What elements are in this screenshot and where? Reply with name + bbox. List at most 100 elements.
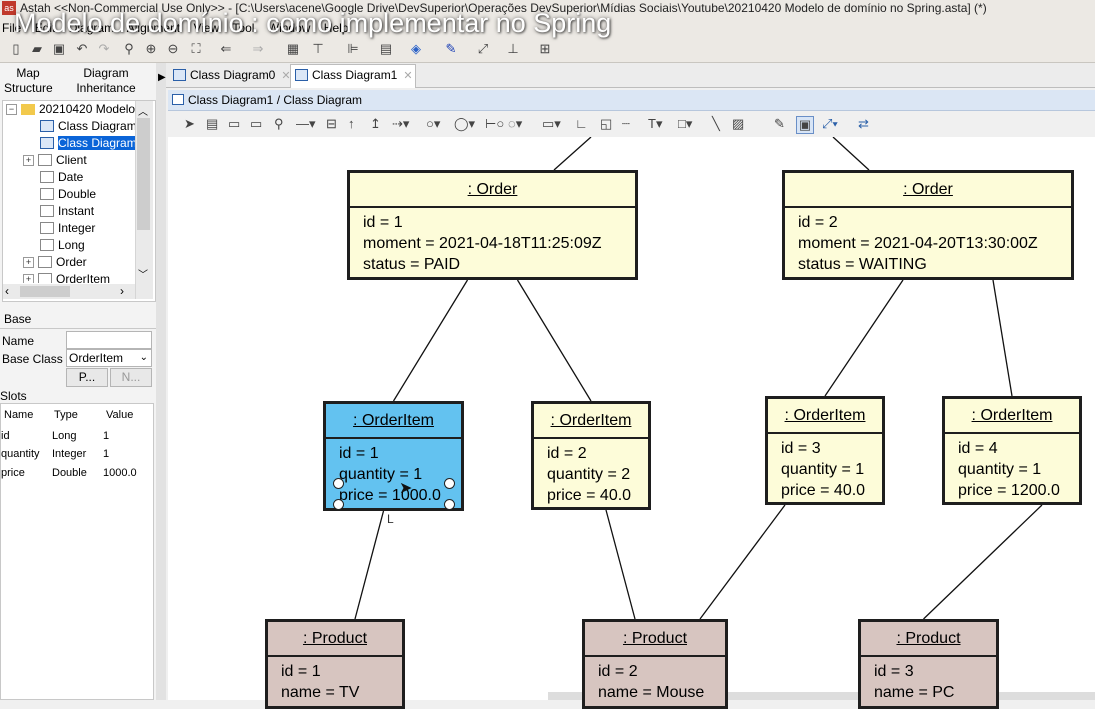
text-tool-icon[interactable]: T▾ [648,116,663,131]
tab-class-diagram0[interactable]: Class Diagram0✕ [173,65,291,85]
tab-class-diagram1[interactable]: Class Diagram1✕ [295,65,413,85]
object-order-1[interactable]: : Order id = 1 moment = 2021-04-18T11:25… [347,170,638,280]
link-order2-item3[interactable] [824,279,904,397]
object-orderitem-2[interactable]: : OrderItem id = 2 quantity = 2 price = … [531,401,651,510]
tree-item-class-diagram1[interactable]: Class Diagram1 [40,135,144,152]
link-item3-prod2[interactable] [699,504,786,620]
base-class-select[interactable]: OrderItem⌄ [66,349,152,367]
containment-tool-icon[interactable]: ∟ [575,116,588,131]
tree-vertical-scroll-thumb[interactable] [137,118,150,230]
tree-item-double[interactable]: Double [40,186,96,203]
tree-item-client[interactable]: +Client [23,152,87,169]
fit-window-icon[interactable]: ⛶ [191,41,201,56]
align-top-icon[interactable]: ⊤ [312,41,324,56]
link-item4-prod3[interactable] [923,504,1043,620]
slot-value[interactable]: 1000.0 [103,467,137,479]
line-style-icon[interactable]: ⤢ [477,41,489,56]
save-icon[interactable]: ▣ [52,41,66,56]
slot-value[interactable]: 1 [103,430,110,442]
tree-item-long[interactable]: Long [40,237,85,254]
menu-help[interactable]: Help [323,21,349,35]
forward-icon[interactable]: ⇒ [252,41,264,56]
tree-item-class-diagram0[interactable]: Class Diagram0 [40,118,143,135]
template-binding-tool-icon[interactable]: ▭▾ [542,116,561,131]
close-icon[interactable]: ✕ [281,70,291,82]
arrange-icon[interactable]: ▤ [379,41,393,56]
line-color-icon[interactable]: ✎ [445,41,457,56]
resize-handle[interactable] [333,499,344,510]
open-folder-icon[interactable]: ▰ [32,41,42,56]
menu-tool[interactable]: Tool [232,21,255,35]
collapse-panel-icon[interactable]: ▶ [158,72,166,83]
link-item1-prod1[interactable] [354,510,385,620]
fill-color-icon[interactable]: ◈ [411,41,421,56]
pin-tool-icon[interactable]: ⚲ [274,116,284,131]
search-icon[interactable]: ⚲ [124,41,134,56]
expand-icon[interactable]: + [23,155,34,166]
expand-icon[interactable]: + [23,274,34,283]
required-interface-tool-icon[interactable]: ◌▾ [508,116,523,131]
stereotype-icon[interactable]: ⊞ [539,41,551,56]
redo-icon[interactable]: ↷ [98,41,110,56]
layout-icon[interactable]: ▦ [286,41,300,56]
select-cursor-icon[interactable]: ➤ [184,116,195,131]
object-product-2[interactable]: : Product id = 2 name = Mouse [582,619,728,709]
expand-icon[interactable]: + [23,257,34,268]
object-orderitem-1[interactable]: : OrderItem id = 1 quantity = 1 price = … [323,401,464,511]
p-button[interactable]: P... [66,368,108,387]
menu-diagram[interactable]: Diagram [68,21,115,35]
package-tool-icon[interactable]: ▭ [228,116,241,131]
pin-keep-icon[interactable]: ✎ [774,116,785,131]
resize-handle[interactable] [444,478,455,489]
interface-tool-icon[interactable]: ○▾ [426,116,441,131]
object-product-3[interactable]: : Product id = 3 name = PC [858,619,999,709]
link-order2-item4[interactable] [992,279,1013,397]
usage-tool-icon[interactable]: ◯▾ [454,116,476,131]
realization-tool-icon[interactable]: ↥ [370,116,381,131]
tree-item-order[interactable]: +Order [23,254,87,271]
zoom-out-icon[interactable]: ⊖ [167,41,179,56]
tab-diagram-inheritance[interactable]: Diagram Inheritance [76,66,136,98]
note-tool-icon[interactable]: ◱ [600,116,613,131]
menu-view[interactable]: View [193,21,220,35]
line-tool-icon[interactable]: ╲ [712,116,720,131]
panel-splitter[interactable] [156,63,166,700]
align-left-icon[interactable]: ⊫ [347,41,359,56]
association-class-tool-icon[interactable]: ⊟ [326,116,337,131]
association-tool-icon[interactable]: —▾ [296,116,316,131]
back-icon[interactable]: ⇐ [220,41,232,56]
dependency-tool-icon[interactable]: ⇢▾ [392,116,410,131]
scroll-up-icon[interactable]: ︿ [138,107,148,118]
tree-item-integer[interactable]: Integer [40,220,95,237]
resize-handle[interactable] [333,478,344,489]
menu-file[interactable]: File [2,21,22,35]
scroll-right-icon[interactable]: › [120,284,124,298]
scroll-left-icon[interactable]: ‹ [5,284,9,298]
menu-edit[interactable]: Edit [34,21,56,35]
object-product-1[interactable]: : Product id = 1 name = TV [265,619,405,709]
canvas-scrollbar[interactable] [548,692,1095,700]
subsystem-tool-icon[interactable]: ▭ [250,116,263,131]
new-file-icon[interactable]: ▯ [12,41,20,56]
snap-icon[interactable]: ▣ [796,116,814,134]
tree-horizontal-scroll-thumb[interactable] [20,286,70,297]
tree-layout-icon[interactable]: ⊥ [507,41,519,56]
rectangle-tool-icon[interactable]: □▾ [678,116,693,131]
link-order1-item2[interactable] [516,279,592,402]
zoom-in-icon[interactable]: ⊕ [145,41,157,56]
tree-item-instant[interactable]: Instant [40,203,94,220]
scroll-down-icon[interactable]: ﹀ [138,270,148,281]
slot-value[interactable]: 1 [103,448,110,460]
link-item2-prod2[interactable] [605,509,636,620]
tree-item-project[interactable]: −20210420 Modelo [6,101,135,118]
menu-alignment[interactable]: Alignment [126,21,181,35]
object-orderitem-3[interactable]: : OrderItem id = 3 quantity = 1 price = … [765,396,885,505]
line-style-tool-icon[interactable]: ⤢▾ [822,116,838,131]
class-tool-icon[interactable]: ▤ [206,116,219,131]
name-field[interactable] [66,331,152,349]
image-tool-icon[interactable]: ▨ [732,116,745,131]
auto-layout-icon[interactable]: ⇄ [858,116,869,131]
n-button[interactable]: N... [110,368,152,387]
object-orderitem-4[interactable]: : OrderItem id = 4 quantity = 1 price = … [942,396,1082,505]
tab-map-structure[interactable]: Map Structure [4,66,53,98]
